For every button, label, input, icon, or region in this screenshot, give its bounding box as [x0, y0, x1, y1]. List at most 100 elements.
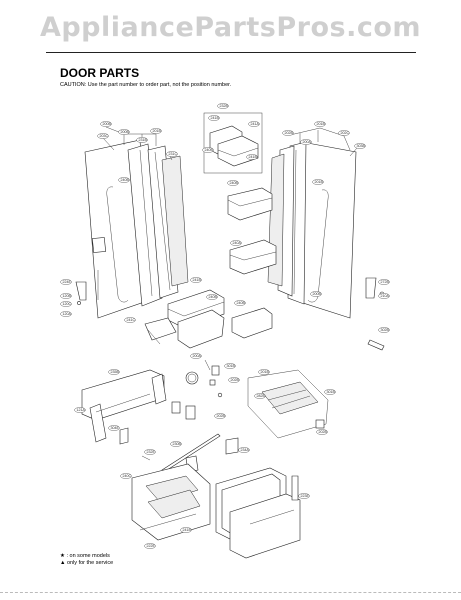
svg-text:231B: 231B — [139, 138, 148, 142]
svg-text:200A: 200A — [303, 140, 312, 144]
svg-text:240B: 240B — [121, 178, 130, 182]
svg-text:240B: 240B — [205, 148, 214, 152]
callout-bubble: 241B — [246, 154, 258, 160]
callout-bubble: 240B — [206, 294, 218, 300]
svg-text:235B: 235B — [111, 370, 120, 374]
note-service-only: ▲ only for the service — [60, 560, 114, 566]
callout-bubble: 202B — [214, 413, 226, 419]
drawer-front — [215, 467, 301, 559]
caution-text: CAUTION: Use the part number to order pa… — [60, 82, 232, 88]
callout-bubble: 201B — [312, 179, 324, 185]
callout-bubble: 201B — [150, 128, 162, 134]
svg-text:201B: 201B — [317, 122, 326, 126]
svg-text:240C: 240C — [123, 474, 132, 478]
svg-text:201B: 201B — [153, 129, 162, 133]
callout-bubble: 202B — [282, 130, 294, 136]
svg-text:241C: 241C — [127, 318, 136, 322]
callout-bubble: 200B — [100, 121, 112, 127]
svg-text:240A: 240A — [233, 241, 242, 245]
svg-text:304E: 304E — [111, 426, 120, 430]
svg-text:200B: 200B — [121, 130, 130, 134]
callout-bubble: 240B — [202, 147, 214, 153]
svg-text:240B: 240B — [230, 181, 239, 185]
svg-text:200B: 200B — [103, 122, 112, 126]
callout-bubble: 302B — [378, 327, 390, 333]
header-rule — [46, 52, 416, 53]
svg-text:120A: 120A — [63, 312, 72, 316]
callout-bubble: 301B — [324, 389, 336, 395]
callout-bubble: 234A — [238, 447, 250, 453]
callout-bubble: 231C — [166, 151, 178, 157]
svg-text:232E: 232E — [147, 450, 156, 454]
callout-bubble: 303B — [354, 143, 366, 149]
svg-text:240B: 240B — [237, 301, 246, 305]
callout-bubble: 241A — [248, 121, 260, 127]
callout-bubble: 200B — [310, 291, 322, 297]
svg-text:282B: 282B — [257, 394, 266, 398]
svg-text:241B: 241B — [183, 528, 192, 532]
callout-bubble: 200A — [190, 353, 202, 359]
callout-bubble: 240B — [118, 177, 130, 183]
page-title: DOOR PARTS — [60, 66, 140, 80]
svg-text:210A: 210A — [381, 294, 390, 298]
svg-text:120C: 120C — [63, 302, 72, 306]
callout-bubble: 223E — [298, 493, 310, 499]
svg-text:203C: 203C — [100, 134, 109, 138]
svg-text:241B: 241B — [193, 278, 202, 282]
svg-text:223E: 223E — [301, 494, 310, 498]
callout-bubble: 203C — [97, 133, 109, 139]
svg-text:200B: 200B — [313, 292, 322, 296]
center-small-parts — [185, 359, 223, 398]
drawer-bracket-parts — [119, 401, 196, 445]
svg-text:202B: 202B — [217, 414, 226, 418]
callout-bubble: 120C — [60, 301, 72, 307]
callout-bubble: 121A — [74, 407, 86, 413]
svg-text:202B: 202B — [231, 378, 240, 382]
callout-bubble: 202B — [316, 429, 328, 435]
callout-bubble: 301B — [224, 363, 236, 369]
callout-bubble: 120B — [60, 293, 72, 299]
callout-bubble: 222E — [144, 543, 156, 549]
svg-text:120B: 120B — [63, 294, 72, 298]
svg-text:302B: 302B — [381, 328, 390, 332]
svg-text:224E: 224E — [63, 280, 72, 284]
svg-text:241B: 241B — [211, 116, 220, 120]
callout-bubble: 224E — [60, 279, 72, 285]
callout-bubble: 304E — [108, 425, 120, 431]
svg-text:272B: 272B — [381, 280, 390, 284]
svg-text:201B: 201B — [315, 180, 324, 184]
svg-text:202B: 202B — [319, 430, 328, 434]
callout-bubble: 282B — [254, 393, 266, 399]
svg-text:231C: 231C — [169, 152, 178, 156]
callout-bubble: 210A — [378, 293, 390, 299]
callout-bubble: 240C — [120, 473, 132, 479]
svg-text:202B: 202B — [285, 131, 294, 135]
note-some-models: ★ : on some models — [60, 553, 110, 559]
callout-bubble: 230B — [170, 441, 182, 447]
svg-text:232B: 232B — [220, 104, 229, 108]
callout-bubble: 200B — [118, 129, 130, 135]
svg-text:241B: 241B — [249, 155, 258, 159]
callout-bubble: 200A — [300, 139, 312, 145]
svg-text:201B: 201B — [261, 370, 270, 374]
callout-bubble: 272B — [378, 279, 390, 285]
left-hinge — [75, 281, 87, 305]
right-door-leaders — [289, 127, 358, 157]
right-tray-assembly — [247, 369, 329, 439]
callout-bubble: 240B — [227, 180, 239, 186]
callout-bubble: 240A — [230, 240, 242, 246]
callout-bubble: 201B — [258, 369, 270, 375]
callout-bubble: 202B — [228, 377, 240, 383]
svg-text:234A: 234A — [241, 448, 250, 452]
callout-bubble: 120A — [60, 311, 72, 317]
callout-bubble: 201B — [314, 121, 326, 127]
callout-bubble: 202C — [338, 130, 350, 136]
left-door-assembly — [84, 139, 189, 319]
svg-text:241A: 241A — [251, 122, 260, 126]
svg-text:222E: 222E — [147, 544, 156, 548]
notes: ★ : on some models ▲ only for the servic… — [60, 553, 113, 567]
svg-text:202C: 202C — [341, 131, 350, 135]
watermark: AppliancePartsPros.com — [39, 12, 422, 43]
svg-text:301B: 301B — [227, 364, 236, 368]
